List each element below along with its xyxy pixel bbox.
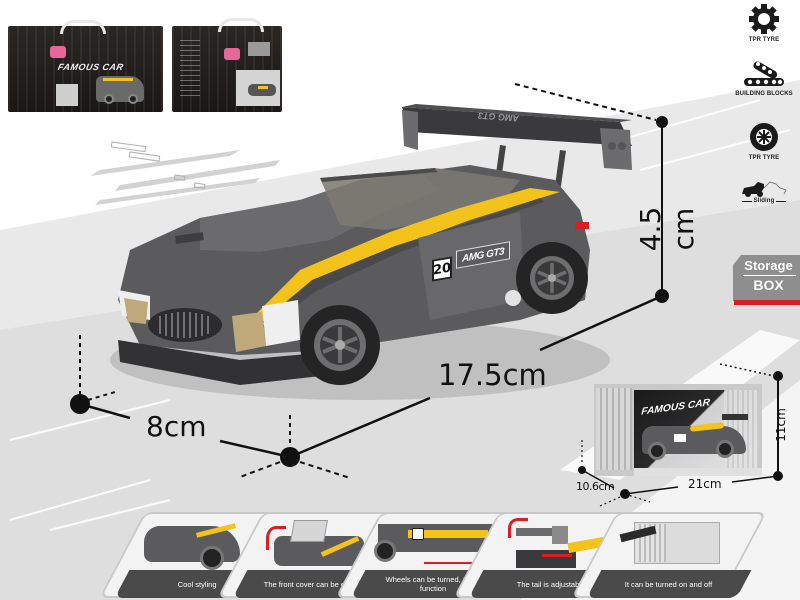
feature-caption: Cool styling [177, 579, 217, 589]
dimension-car-length: 17.5cm [438, 358, 547, 392]
feature-caption: It can be turned on and off [625, 579, 713, 589]
feature-cool-styling: Cool styling [99, 512, 295, 598]
spec-tpr-tyre: TPR TYRE [728, 122, 800, 161]
spec-sliding: Sliding [728, 180, 800, 204]
spec-building-blocks: BUILDING BLOCKS [728, 58, 800, 97]
storage-badge-line2: BOX [753, 277, 784, 293]
dimension-car-width: 8cm [146, 410, 207, 443]
dimension-box-length: 21cm [688, 477, 722, 491]
glide-arrow-icon [424, 562, 484, 564]
brand-logo [50, 46, 66, 58]
package-handle [218, 18, 264, 32]
feature-wheels-glide: Wheels can be turned, Glide function [335, 512, 531, 598]
gear-icon [749, 4, 779, 34]
feature-tail-adjustable: The tail is adjustable [453, 512, 649, 598]
sliding-car-icon [742, 181, 787, 197]
rotate-arrow-icon [508, 518, 528, 538]
spec-label: TPR TYRE [748, 155, 780, 161]
dimension-car-height: 4.5 cm [634, 206, 700, 252]
package-handle [60, 20, 106, 34]
building-blocks-icon [744, 61, 784, 86]
spec-label: TPR TYRE [748, 37, 780, 43]
brand-logo [224, 48, 240, 60]
feature-front-cover: The front cover can be opened [217, 512, 413, 598]
storage-box-badge: Storage BOX [733, 255, 800, 301]
dimension-box-depth: 10.6cm [576, 480, 615, 493]
feature-caption: The tail is adjustable [516, 579, 586, 589]
spec-label: BUILDING BLOCKS [735, 91, 793, 97]
dimension-box-height: 11cm [773, 408, 788, 442]
rotate-arrow-icon [266, 526, 286, 550]
feature-turn-on-off: It can be turned on and off [571, 512, 767, 598]
tyre-icon [750, 123, 778, 151]
storage-badge-accent [734, 300, 800, 305]
storage-box: FAMOUS CAR [594, 384, 766, 476]
spec-tpr-tyre-gear: TPR TYRE [728, 4, 800, 43]
storage-badge-line1: Storage [744, 258, 793, 273]
spec-label: Sliding [753, 198, 775, 204]
package-box-back [172, 26, 282, 112]
package-box-front: FAMOUS CAR [8, 26, 163, 112]
